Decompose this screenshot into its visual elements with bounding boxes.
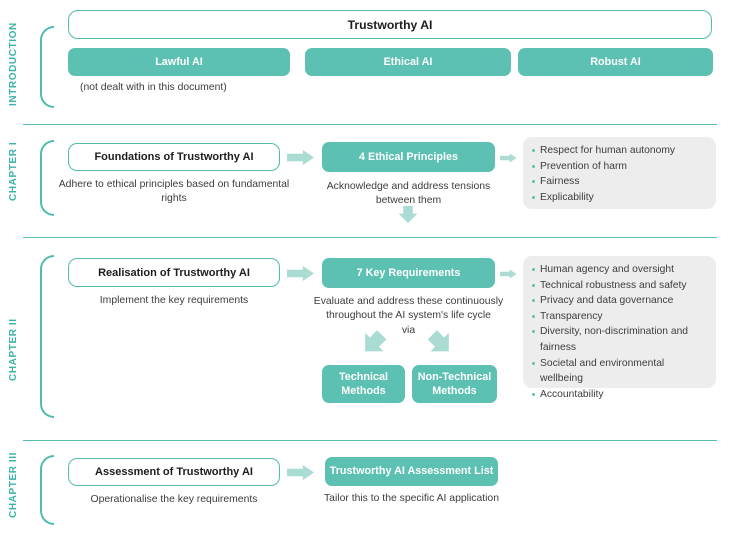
list-item: Technical robustness and safety [532, 278, 707, 294]
list-item: Explicability [532, 190, 707, 206]
foundations-caption: Adhere to ethical principles based on fu… [58, 179, 290, 204]
non-technical-methods-box: Non-Technical Methods [412, 365, 497, 403]
bullet-icon [532, 164, 535, 168]
section-label-chapter3: CHAPTER III [8, 451, 19, 518]
chapter3-bracket [40, 455, 54, 525]
section-label-chapter1: CHAPTER I [8, 141, 19, 201]
pillar-ethical-ai: Ethical AI [305, 48, 511, 76]
bullet-icon [532, 361, 535, 365]
bullet-icon [532, 392, 535, 396]
arrow-right-icon [287, 465, 315, 480]
list-item: Prevention of harm [532, 159, 707, 175]
principles-panel: Respect for human autonomy Prevention of… [523, 137, 716, 209]
arrow-down-right-icon [427, 330, 449, 352]
list-item: Transparency [532, 309, 707, 325]
section-divider [23, 237, 717, 238]
requirements-list: Human agency and oversight Technical rob… [532, 262, 707, 402]
trustworthy-ai-title-box: Trustworthy AI [68, 10, 712, 39]
bullet-icon [532, 180, 535, 184]
requirements-panel: Human agency and oversight Technical rob… [523, 256, 716, 400]
chapter1-bracket [40, 140, 54, 216]
ethical-principles-box: 4 Ethical Principles [322, 142, 495, 172]
bullet-icon [532, 314, 535, 318]
via-label: via [401, 325, 416, 336]
arrow-right-icon [500, 153, 517, 163]
realisation-caption: Implement the key requirements [99, 295, 249, 306]
arrow-right-icon [287, 266, 315, 281]
arrow-right-icon [287, 150, 315, 165]
bullet-icon [532, 268, 535, 271]
bullet-icon [532, 299, 535, 303]
key-requirements-box: 7 Key Requirements [322, 258, 495, 288]
chapter2-bracket [40, 255, 54, 418]
list-item: Diversity, non-discrimination and fairne… [532, 324, 707, 355]
list-item: Human agency and oversight [532, 262, 707, 278]
arrow-down-left-icon [365, 330, 387, 352]
list-item: Accountability [532, 387, 707, 403]
arrow-down-icon [398, 206, 418, 224]
ethical-principles-caption: Acknowledge and address tensions between… [326, 181, 491, 206]
section-divider [23, 440, 717, 441]
assessment-list-box: Trustworthy AI Assessment List [325, 457, 498, 486]
intro-bracket [40, 26, 54, 108]
list-item: Respect for human autonomy [532, 143, 707, 159]
assessment-box: Assessment of Trustworthy AI [68, 458, 280, 486]
key-requirements-caption: Evaluate and address these continuously … [313, 296, 504, 321]
lawful-ai-note: (not dealt with in this document) [80, 82, 227, 93]
technical-methods-box: Technical Methods [322, 365, 405, 403]
pillar-robust-ai: Robust AI [518, 48, 713, 76]
bullet-icon [532, 195, 535, 199]
trustworthy-ai-title: Trustworthy AI [347, 17, 433, 32]
section-label-chapter2: CHAPTER II [8, 318, 19, 382]
section-divider [23, 124, 717, 125]
bullet-icon [532, 330, 535, 334]
principles-list: Respect for human autonomy Prevention of… [532, 143, 707, 205]
pillar-lawful-ai: Lawful AI [68, 48, 290, 76]
bullet-icon [532, 283, 535, 287]
list-item: Fairness [532, 174, 707, 190]
list-item: Privacy and data governance [532, 293, 707, 309]
assessment-caption: Operationalise the key requirements [90, 494, 258, 505]
assessment-list-caption: Tailor this to the specific AI applicati… [323, 493, 499, 504]
bullet-icon [532, 149, 535, 152]
section-label-introduction: INTRODUCTION [8, 22, 19, 106]
list-item: Societal and environmental wellbeing [532, 356, 707, 387]
arrow-right-icon [500, 269, 517, 279]
foundations-box: Foundations of Trustworthy AI [68, 143, 280, 171]
realisation-box: Realisation of Trustworthy AI [68, 258, 280, 287]
